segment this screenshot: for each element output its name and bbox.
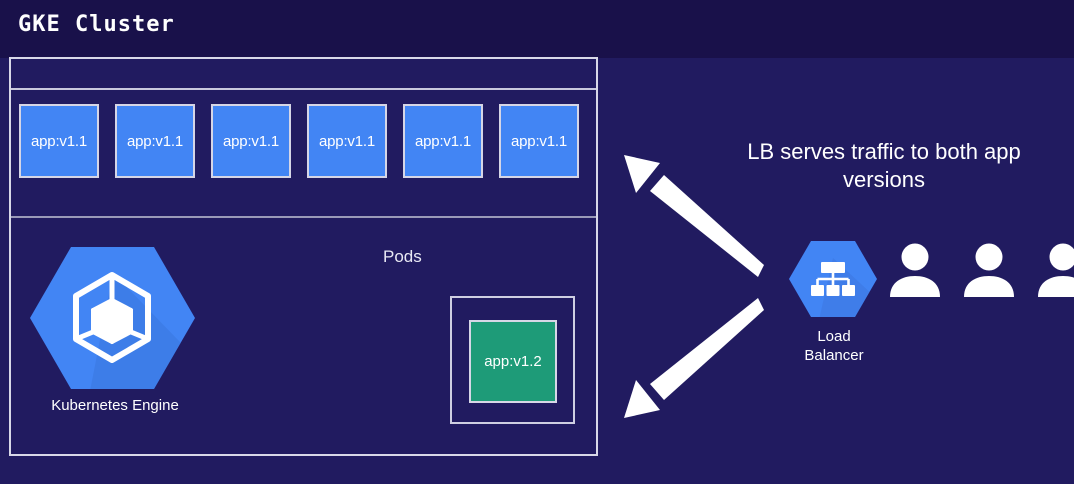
load-balancer-caption-line-1: Load [817, 328, 851, 345]
gke-cluster-box: app:v1.1 app:v1.1 app:v1.1 app:v1.1 app:… [9, 57, 598, 456]
pods-label: Pods [383, 247, 422, 266]
pods-panel: app:v1.1 app:v1.1 app:v1.1 app:v1.1 app:… [11, 90, 596, 218]
users-group [886, 243, 1074, 298]
page-title: GKE Cluster [18, 12, 175, 37]
pod-label: app:v1.2 [484, 353, 542, 370]
pod-label: app:v1.1 [415, 132, 471, 150]
background-top-band [0, 0, 1074, 58]
pod-box-v1-1[interactable]: app:v1.1 [19, 104, 99, 178]
kubernetes-engine-caption: Kubernetes Engine [51, 397, 179, 414]
pods-row: app:v1.1 app:v1.1 app:v1.1 app:v1.1 app:… [19, 104, 579, 178]
load-balancer-group: Load Balancer [789, 240, 879, 365]
pod-box-v1-1[interactable]: app:v1.1 [307, 104, 387, 178]
pod-box-v1-1[interactable]: app:v1.1 [115, 104, 195, 178]
cluster-header-strip [11, 59, 596, 90]
kubernetes-engine-hexagon-icon [30, 245, 195, 391]
user-icon [1034, 243, 1074, 298]
arrow-lb-to-v1-2 [624, 298, 764, 418]
pod-label: app:v1.1 [223, 132, 279, 150]
pod-box-v1-1[interactable]: app:v1.1 [211, 104, 291, 178]
pod-container-v1-2: app:v1.2 [450, 296, 575, 424]
lb-annotation-line-1: LB serves traffic to both app [747, 139, 1021, 164]
lb-annotation-text: LB serves traffic to both app versions [706, 138, 1062, 194]
pod-label: app:v1.1 [511, 132, 567, 150]
pod-label: app:v1.1 [31, 132, 87, 150]
load-balancer-caption-line-2: Balancer [804, 347, 864, 364]
pod-box-v1-1[interactable]: app:v1.1 [499, 104, 579, 178]
kubernetes-engine-group: Kubernetes Engine [30, 245, 200, 414]
pod-label: app:v1.1 [127, 132, 183, 150]
lb-annotation-line-2: versions [843, 167, 925, 192]
pod-box-v1-2[interactable]: app:v1.2 [469, 320, 557, 403]
pod-label: app:v1.1 [319, 132, 375, 150]
arrow-lb-to-v1-1 [624, 155, 764, 277]
user-icon [960, 243, 1018, 298]
pod-box-v1-1[interactable]: app:v1.1 [403, 104, 483, 178]
user-icon [886, 243, 944, 298]
load-balancer-hexagon-icon [789, 240, 879, 323]
load-balancer-caption: Load Balancer [789, 327, 879, 365]
